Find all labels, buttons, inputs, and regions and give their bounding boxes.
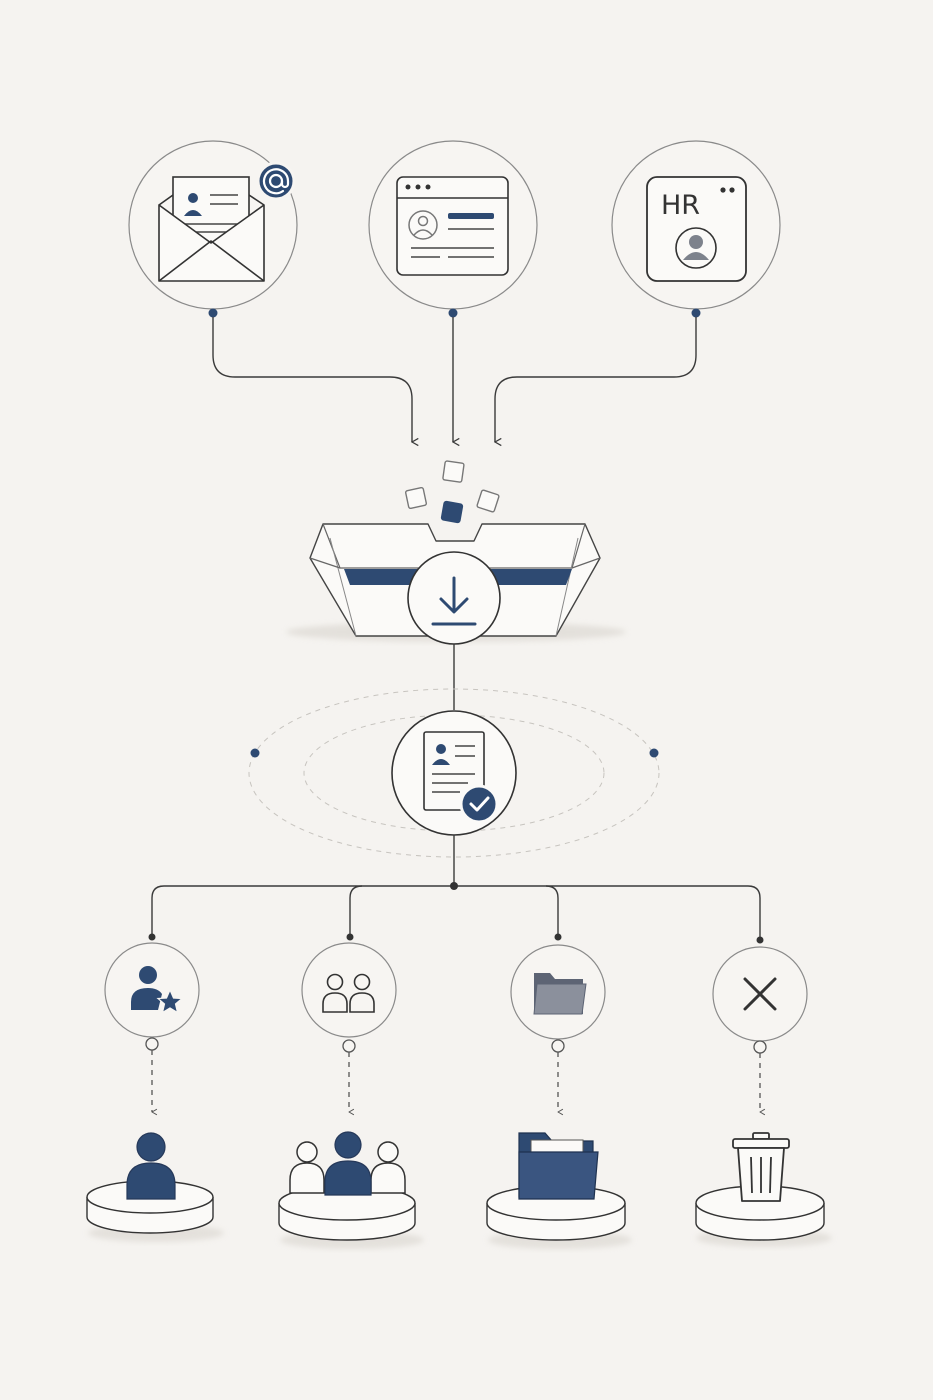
source-connectors bbox=[208, 308, 701, 443]
trash-icon bbox=[732, 1132, 790, 1202]
verified-resume-icon bbox=[391, 710, 517, 836]
hr-system-icon: HR bbox=[646, 176, 747, 282]
hr-label: HR bbox=[661, 190, 700, 221]
route-reject bbox=[712, 946, 808, 1042]
branch-connectors bbox=[148, 835, 764, 944]
source-hr: HR bbox=[611, 140, 781, 310]
pedestal-trash bbox=[695, 1132, 832, 1247]
folder-archive-icon bbox=[518, 1132, 599, 1200]
team-pool-icon bbox=[289, 1131, 406, 1196]
at-sign-icon bbox=[256, 161, 296, 201]
route-connectors bbox=[145, 1037, 767, 1112]
route-talent-pool bbox=[301, 942, 397, 1038]
source-portal bbox=[368, 140, 538, 310]
archive-folder-icon bbox=[533, 973, 587, 1015]
job-portal-icon bbox=[396, 176, 509, 276]
download-tray-icon bbox=[407, 551, 501, 645]
incoming-items bbox=[404, 460, 500, 524]
shortlist-star-icon bbox=[131, 966, 184, 1014]
email-resume-icon bbox=[158, 176, 265, 282]
route-shortlist bbox=[104, 942, 200, 1038]
pedestal-team bbox=[278, 1131, 424, 1249]
reject-x-icon bbox=[743, 977, 777, 1011]
pedestal-archive bbox=[486, 1132, 632, 1249]
talent-pool-icon bbox=[322, 973, 375, 1013]
route-archive bbox=[510, 944, 606, 1040]
pedestal-candidate bbox=[86, 1132, 224, 1242]
source-email bbox=[128, 140, 298, 310]
candidate-icon bbox=[126, 1132, 176, 1200]
